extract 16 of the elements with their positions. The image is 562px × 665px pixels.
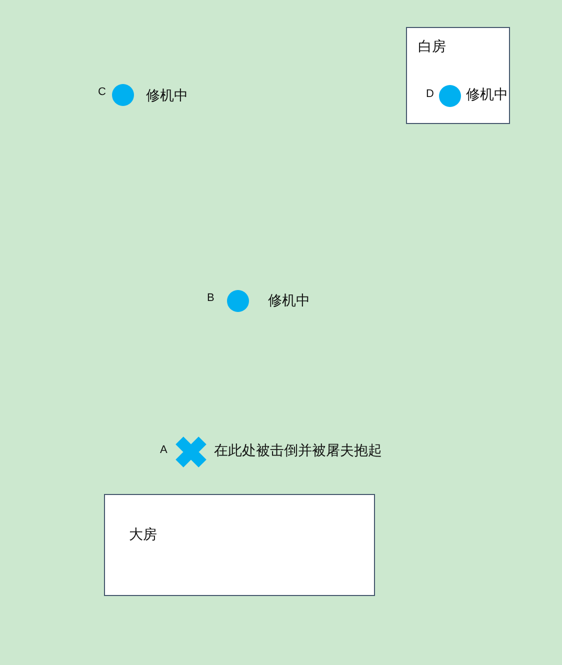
- room-label: 大房: [129, 527, 157, 543]
- point-letter: D: [426, 88, 434, 101]
- status-note: 修机中: [466, 87, 508, 103]
- position-dot: [112, 84, 134, 106]
- position-dot: [227, 290, 249, 312]
- point-letter: B: [207, 292, 214, 305]
- position-dot: [439, 85, 461, 107]
- status-note: 修机中: [146, 88, 188, 104]
- room-box: [406, 27, 510, 124]
- point-letter: A: [160, 444, 168, 457]
- room-label: 白房: [418, 39, 446, 55]
- point-letter: C: [98, 86, 106, 99]
- status-note: 修机中: [268, 293, 310, 309]
- room-box: [104, 494, 375, 596]
- cross-mark: [174, 435, 208, 469]
- status-note: 在此处被击倒并被屠夫抱起: [214, 443, 382, 459]
